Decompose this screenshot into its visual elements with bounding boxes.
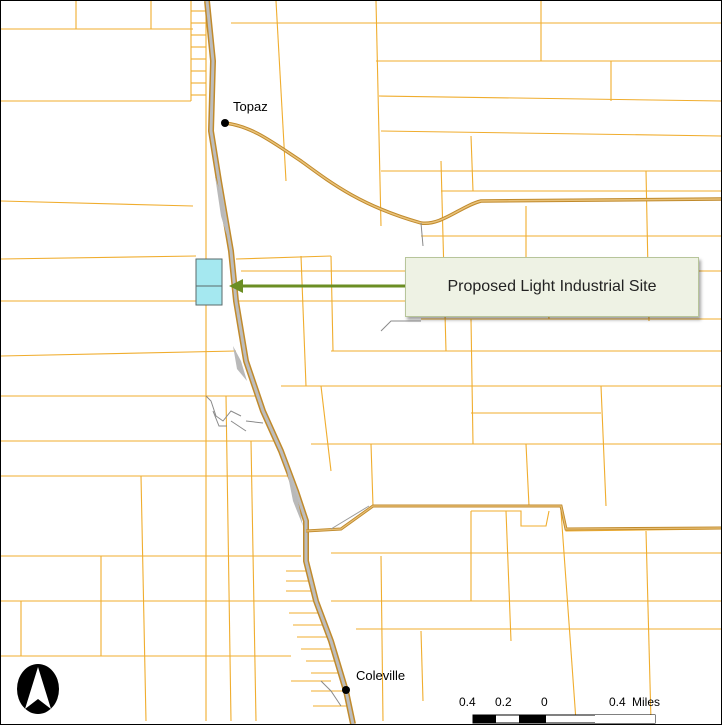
scale-tick-label: 0.2 xyxy=(495,695,512,709)
north-arrow-icon xyxy=(17,664,59,714)
proposed-site-callout: Proposed Light Industrial Site xyxy=(405,257,699,317)
callout-arrow xyxy=(229,279,405,293)
topaz-marker xyxy=(221,119,229,127)
proposed-site-parcels[interactable] xyxy=(195,258,223,306)
coleville-label: Coleville xyxy=(356,668,406,683)
coleville-marker xyxy=(342,686,350,694)
highway xyxy=(204,1,356,724)
scale-bar xyxy=(472,714,656,724)
scale-tick-label: 0 xyxy=(541,695,548,709)
topaz-label: Topaz xyxy=(233,99,268,114)
scale-tick-label: 0.4 xyxy=(609,695,626,709)
scale-unit-label: Miles xyxy=(632,695,661,709)
secondary-roads xyxy=(205,121,721,707)
scale-tick-label: 0.4 xyxy=(459,695,476,709)
